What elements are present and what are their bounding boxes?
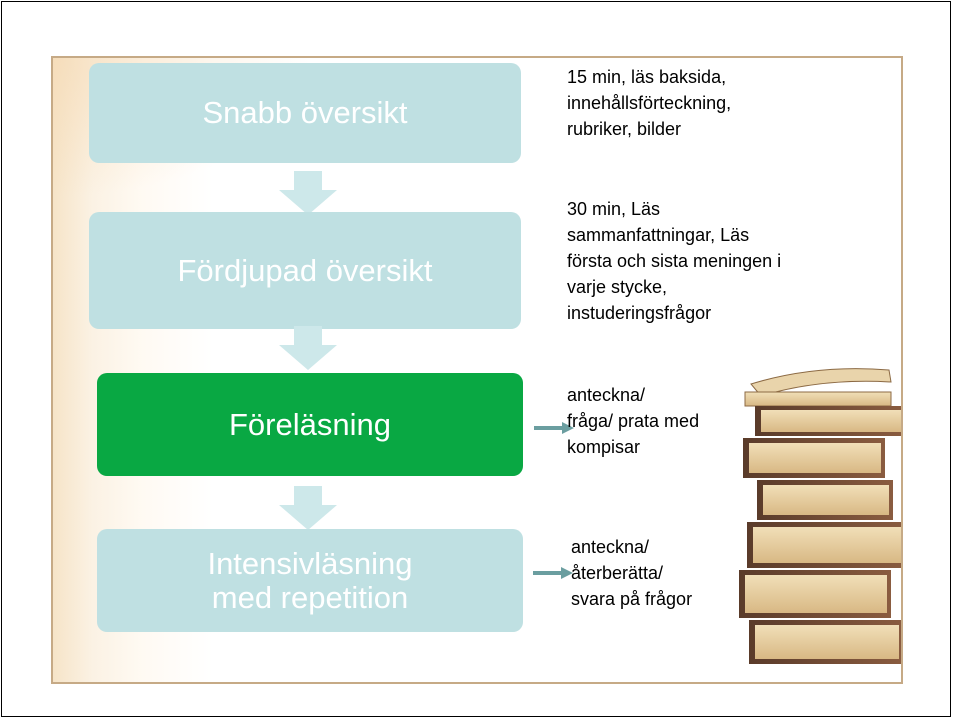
step-forelasning: Föreläsning <box>97 373 523 476</box>
step-label: Föreläsning <box>229 406 391 442</box>
step-fordjupad-oversikt: Fördjupad översikt <box>89 212 521 329</box>
step-label-line: Intensivläsning <box>207 545 413 581</box>
note-line: anteckna/ <box>567 385 646 405</box>
slide-frame: Snabb översikt Fördjupad översikt Förelä… <box>51 56 903 684</box>
note-fordjupad-oversikt: 30 min, Läs sammanfattningar, Läs första… <box>567 196 781 326</box>
note-line: varje stycke, <box>567 277 668 297</box>
step-label: Snabb översikt <box>202 95 408 130</box>
right-arrow-icon <box>534 421 574 435</box>
step-intensivlasning: Intensivläsning med repetition <box>97 529 523 632</box>
note-line: instuderingsfrågor <box>567 303 712 323</box>
step-snabb-oversikt: Snabb översikt <box>89 63 521 163</box>
note-line: anteckna/ <box>571 537 650 557</box>
note-line: fråga/ prata med <box>567 411 700 431</box>
note-line: återberätta/ <box>571 563 664 583</box>
down-arrow-icon <box>279 171 337 215</box>
right-arrow-icon <box>533 566 573 580</box>
book-stack-icon <box>721 366 901 666</box>
note-line: kompisar <box>567 437 641 457</box>
down-arrow-icon <box>279 486 337 530</box>
note-line: rubriker, bilder <box>567 119 682 139</box>
step-label-line: med repetition <box>211 579 409 615</box>
down-arrow-icon <box>279 326 337 370</box>
note-line: 30 min, Läs <box>567 199 661 219</box>
note-intensivlasning: anteckna/ återberätta/ svara på frågor <box>571 534 692 612</box>
note-line: 15 min, läs baksida, <box>567 67 727 87</box>
note-line: svara på frågor <box>571 589 693 609</box>
note-snabb-oversikt: 15 min, läs baksida, innehållsförtecknin… <box>567 64 731 142</box>
note-forelasning: anteckna/ fråga/ prata med kompisar <box>567 382 699 460</box>
note-line: första och sista meningen i <box>567 251 782 271</box>
step-label: Fördjupad översikt <box>177 252 433 288</box>
step-label: Intensivläsning med repetition <box>197 545 422 615</box>
note-line: sammanfattningar, Läs <box>567 225 750 245</box>
note-line: innehållsförteckning, <box>567 93 732 113</box>
